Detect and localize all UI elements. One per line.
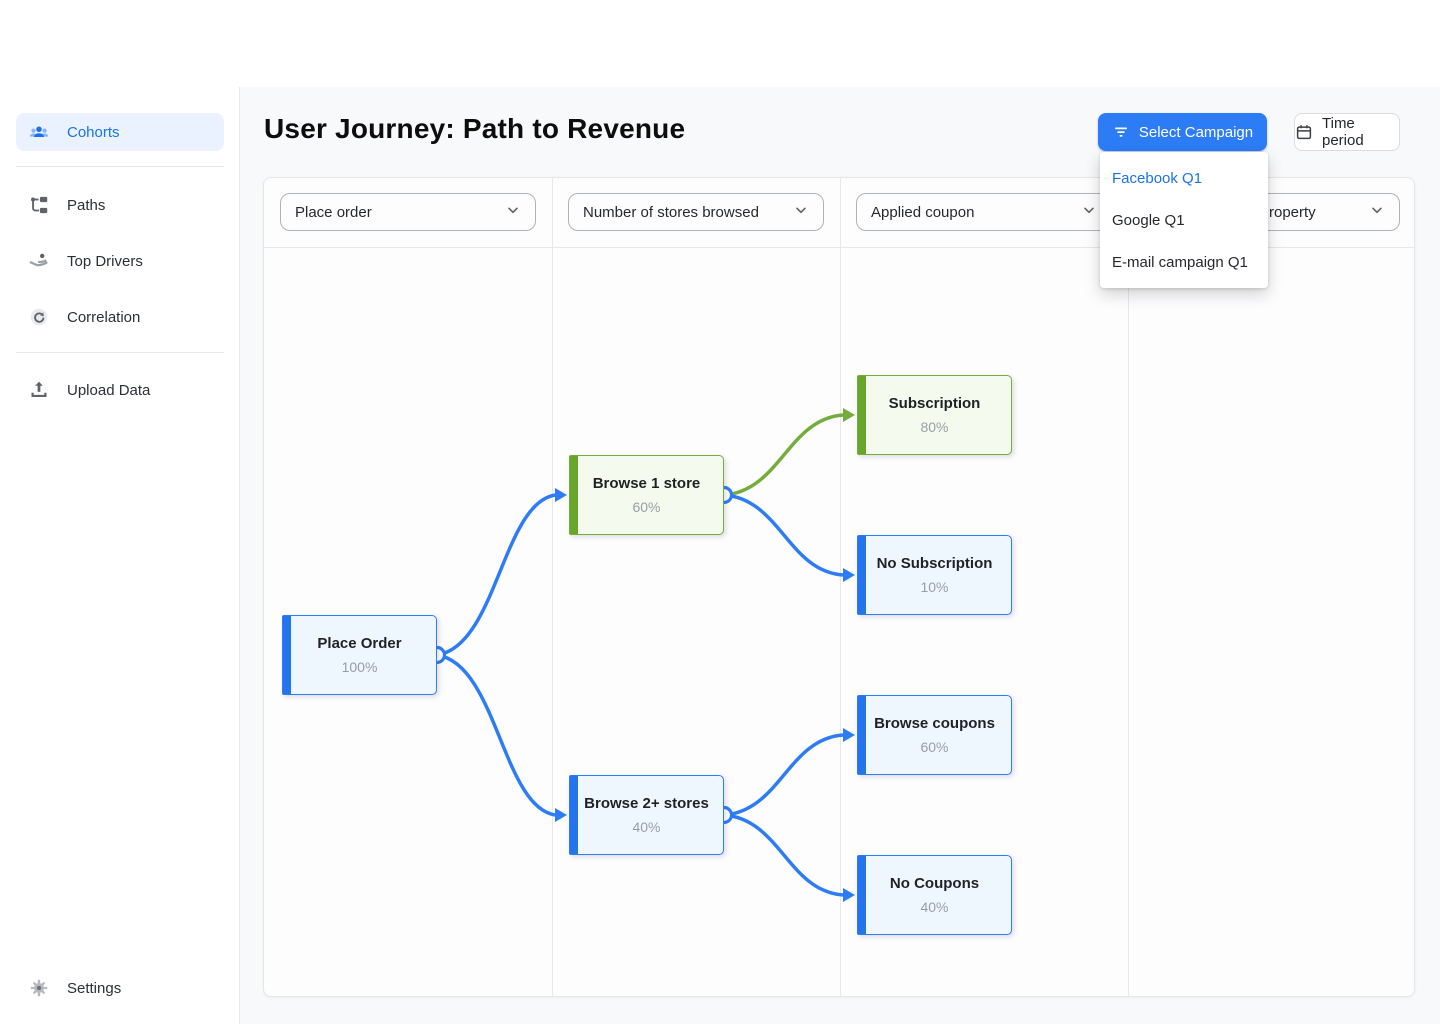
sidebar-item-label: Cohorts (67, 123, 120, 141)
sidebar-item-upload-data[interactable]: Upload Data (16, 371, 224, 409)
sidebar-divider (16, 166, 224, 167)
node-no-subscription[interactable]: No Subscription 10% (857, 535, 1012, 615)
sidebar-item-label: Correlation (67, 308, 141, 326)
column-divider (840, 178, 841, 996)
node-accent-bar (858, 856, 866, 934)
node-no-coupons[interactable]: No Coupons 40% (857, 855, 1012, 935)
sidebar-item-settings[interactable]: Settings (16, 969, 224, 1007)
column-select-applied-coupon[interactable]: Applied coupon (856, 193, 1112, 231)
people-icon (28, 121, 50, 143)
sidebar-item-label: Paths (67, 196, 106, 214)
circular-arrow-icon (28, 306, 50, 328)
time-period-label: Time period (1322, 115, 1364, 149)
sidebar-item-paths[interactable]: Paths (16, 186, 224, 224)
node-browse-1-store[interactable]: Browse 1 store 60% (569, 455, 724, 535)
main-content: User Journey: Path to Revenue Select Cam… (240, 87, 1440, 1024)
chevron-down-icon (1081, 202, 1097, 223)
sidebar-item-correlation[interactable]: Correlation (16, 298, 224, 336)
node-accent-bar (858, 536, 866, 614)
node-accent-bar (858, 696, 866, 774)
chevron-down-icon (1369, 202, 1385, 223)
chevron-down-icon (505, 202, 521, 223)
column-select-stores-browsed[interactable]: Number of stores browsed (568, 193, 824, 231)
filter-icon (1112, 123, 1130, 141)
menu-item-google-q1[interactable]: Google Q1 (1112, 211, 1185, 229)
node-place-order[interactable]: Place Order 100% (282, 615, 437, 695)
chevron-down-icon (793, 202, 809, 223)
top-whitespace-bar (0, 0, 1440, 87)
column-select-place-order[interactable]: Place order (280, 193, 536, 231)
calendar-icon (1295, 123, 1313, 141)
sidebar-item-label: Settings (67, 979, 122, 997)
time-period-button[interactable]: Time period (1294, 113, 1400, 151)
select-campaign-button[interactable]: Select Campaign (1098, 113, 1267, 151)
node-subscription[interactable]: Subscription 80% (857, 375, 1012, 455)
upload-icon (28, 379, 50, 401)
menu-item-email-campaign-q1[interactable]: E-mail campaign Q1 (1112, 253, 1248, 271)
gear-icon (28, 977, 50, 999)
campaign-dropdown-menu: Facebook Q1 Google Q1 E-mail campaign Q1 (1100, 152, 1268, 288)
sidebar-item-label: Top Drivers (67, 252, 143, 270)
sidebar-item-top-drivers[interactable]: Top Drivers (16, 242, 224, 280)
header-row-divider (264, 247, 1414, 248)
flow-diagram: Place Order 100% Browse 1 store 60% Brow… (264, 248, 1414, 996)
node-accent-bar (570, 456, 578, 534)
node-accent-bar (570, 776, 578, 854)
node-browse-coupons[interactable]: Browse coupons 60% (857, 695, 1012, 775)
sidebar-item-cohorts[interactable]: Cohorts (16, 113, 224, 151)
hand-dot-icon (28, 250, 50, 272)
page-title: User Journey: Path to Revenue (264, 113, 686, 144)
column-divider (552, 178, 553, 996)
menu-item-facebook-q1[interactable]: Facebook Q1 (1112, 169, 1203, 187)
node-accent-bar (858, 376, 866, 454)
sidebar-divider (16, 352, 224, 353)
column-divider (1128, 178, 1129, 996)
hierarchy-icon (28, 194, 50, 216)
select-campaign-label: Select Campaign (1138, 123, 1254, 141)
node-browse-2-stores[interactable]: Browse 2+ stores 40% (569, 775, 724, 855)
journey-panel: Place order Number of stores browsed App… (263, 177, 1415, 997)
sidebar: Cohorts Paths Top Drivers (0, 87, 240, 1024)
node-accent-bar (283, 616, 291, 694)
sidebar-item-label: Upload Data (67, 381, 151, 399)
